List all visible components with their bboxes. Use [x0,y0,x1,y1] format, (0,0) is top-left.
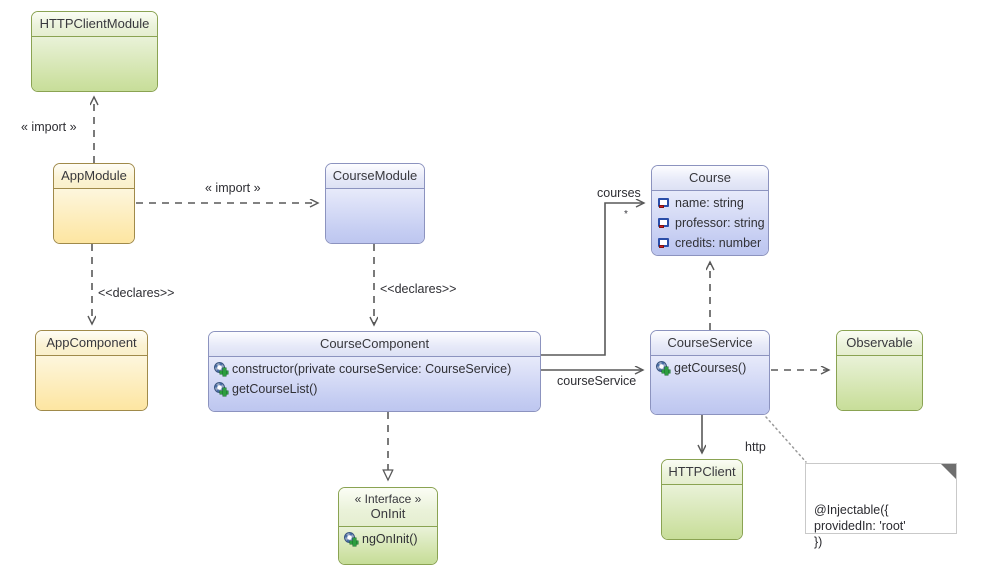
class-node-appmodule[interactable]: AppModule [53,163,135,244]
class-node-coursecomponent[interactable]: CourseComponent constructor(private cour… [208,331,541,412]
class-member: constructor(private courseService: Cours… [209,359,540,379]
class-member: credits: number [652,233,768,253]
edge-label-declares-appcomponent: <<declares>> [98,286,175,300]
class-body-courseservice: getCourses() [651,356,769,414]
class-member: getCourseList() [209,379,540,399]
class-member: professor: string [652,213,768,233]
note-text: @Injectable({ providedIn: 'root' }) [814,503,906,549]
class-title-httpclient: HTTPClient [662,460,742,485]
class-member: ngOnInit() [339,529,437,549]
field-icon [657,196,671,210]
class-title-observable: Observable [837,331,922,356]
class-member: getCourses() [651,358,769,378]
stereotype-label: « Interface » [354,492,422,506]
class-body-oninit: ngOnInit() [339,527,437,564]
field-icon [657,236,671,250]
edge-label-declares-coursecomponent: <<declares>> [380,282,457,296]
class-title-coursemodule: CourseModule [326,164,424,189]
class-body-observable [837,356,922,410]
class-body-httpclientmodule [32,37,157,91]
class-body-coursemodule [326,189,424,243]
edge-label-import-coursemodule: « import » [205,181,261,195]
edge-label-courseservice: courseService [557,374,637,388]
class-title-coursecomponent: CourseComponent [209,332,540,357]
edge-coursecomponent-courses-course [541,203,644,356]
class-title-courseservice: CourseService [651,331,769,356]
class-body-coursecomponent: constructor(private courseService: Cours… [209,357,540,411]
class-body-httpclient [662,485,742,539]
class-title-oninit: « Interface » OnInit [339,488,437,527]
method-icon [656,361,670,375]
edge-note-link-courseservice [765,416,807,463]
edge-label-courses: courses [597,186,641,200]
method-icon [214,382,228,396]
class-node-oninit[interactable]: « Interface » OnInit ngOnInit() [338,487,438,565]
class-title-httpclientmodule: HTTPClientModule [32,12,157,37]
class-title-course: Course [652,166,768,191]
class-node-httpclientmodule[interactable]: HTTPClientModule [31,11,158,92]
edge-label-multiplicity: * [624,209,628,220]
class-node-course[interactable]: Course name: string professor: string cr… [651,165,769,256]
note-injectable: @Injectable({ providedIn: 'root' }) [805,463,957,549]
class-title-appmodule: AppModule [54,164,134,189]
edge-label-import-httpclientmodule: « import » [21,120,77,134]
edge-label-http: http [745,440,766,454]
method-icon [344,532,358,546]
class-title-appcomponent: AppComponent [36,331,147,356]
class-node-coursemodule[interactable]: CourseModule [325,163,425,244]
class-member: name: string [652,193,768,213]
class-node-courseservice[interactable]: CourseService getCourses() [650,330,770,415]
class-body-course: name: string professor: string credits: … [652,191,768,255]
class-node-httpclient[interactable]: HTTPClient [661,459,743,540]
class-name-label: OnInit [370,506,406,521]
field-icon [657,216,671,230]
note-fold-corner-icon [941,464,956,479]
class-body-appmodule [54,189,134,243]
class-node-appcomponent[interactable]: AppComponent [35,330,148,411]
method-icon [214,362,228,376]
class-body-appcomponent [36,356,147,410]
class-node-observable[interactable]: Observable [836,330,923,411]
